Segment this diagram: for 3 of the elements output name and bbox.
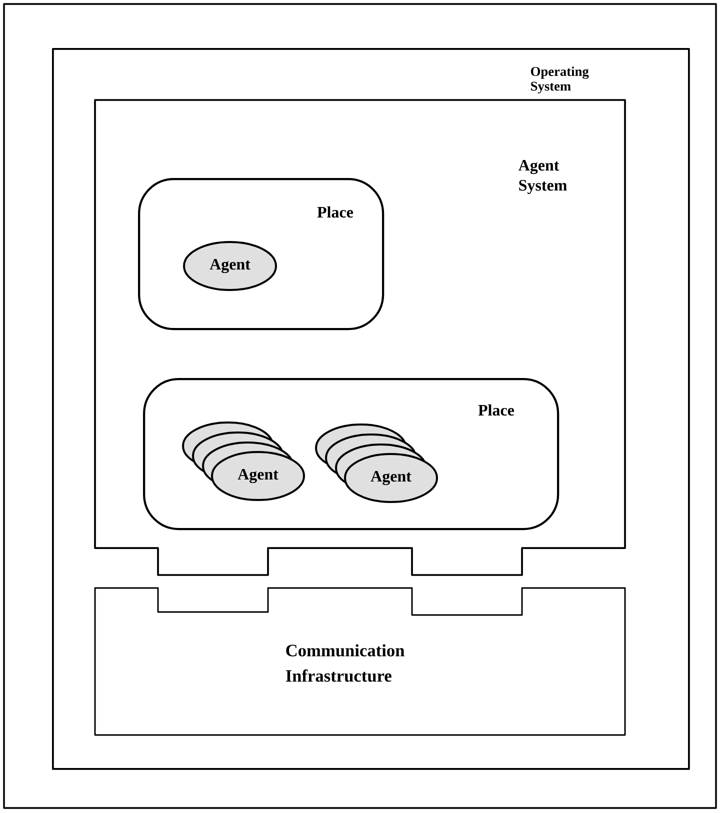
infrastructure-box: Communication Infrastructure [94, 587, 626, 736]
agent-stack: Agent [315, 424, 438, 503]
agent-stack: Agent [182, 422, 305, 501]
